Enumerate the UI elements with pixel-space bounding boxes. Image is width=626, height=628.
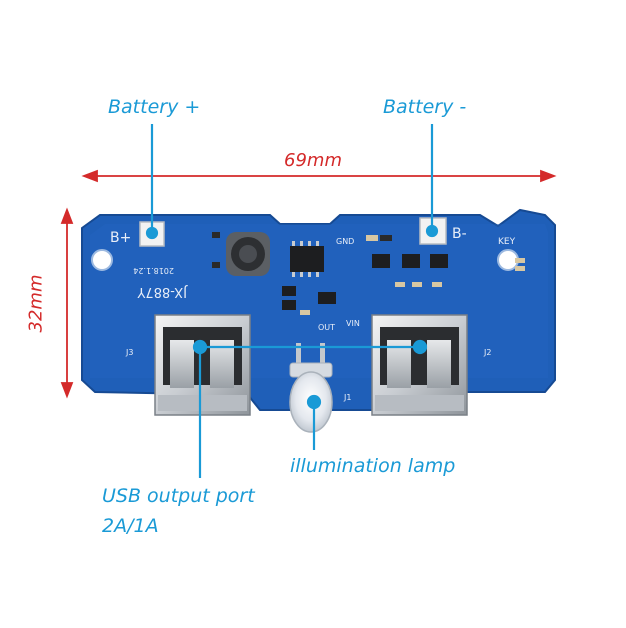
label-width: 69mm [284,150,342,171]
silk-j3: J3 [125,348,133,357]
silk-out: OUT [318,323,335,332]
silk-model: JX-887Y [137,284,188,299]
chip-u2 [290,246,324,272]
mount-hole-left [91,249,113,271]
width-dimension [81,169,557,183]
usb-port-right [371,314,468,416]
callout-lines [145,124,439,478]
label-illumination-lamp: illumination lamp [290,455,456,477]
usb-port-left [154,314,251,416]
label-height: 32mm [25,274,47,333]
silk-b-minus: B- [452,226,467,242]
silk-date: 2018.1.24 [133,266,174,275]
label-battery-plus: Battery + [108,96,201,118]
label-usb-current: 2A/1A [102,515,159,537]
label-battery-minus: Battery - [383,96,467,118]
transistor-q1 [372,254,390,268]
silk-vin: VIN [346,319,360,328]
silk-key: KEY [498,237,516,247]
silk-b-plus: B+ [110,230,131,246]
silk-gnd: GND [336,237,354,246]
height-dimension [60,207,74,399]
transistor-q2 [402,254,420,268]
transistor-q3 [430,254,448,268]
silk-j2: J2 [483,348,491,357]
silk-j1: J1 [343,393,351,402]
label-usb-output: USB output port [102,485,255,507]
